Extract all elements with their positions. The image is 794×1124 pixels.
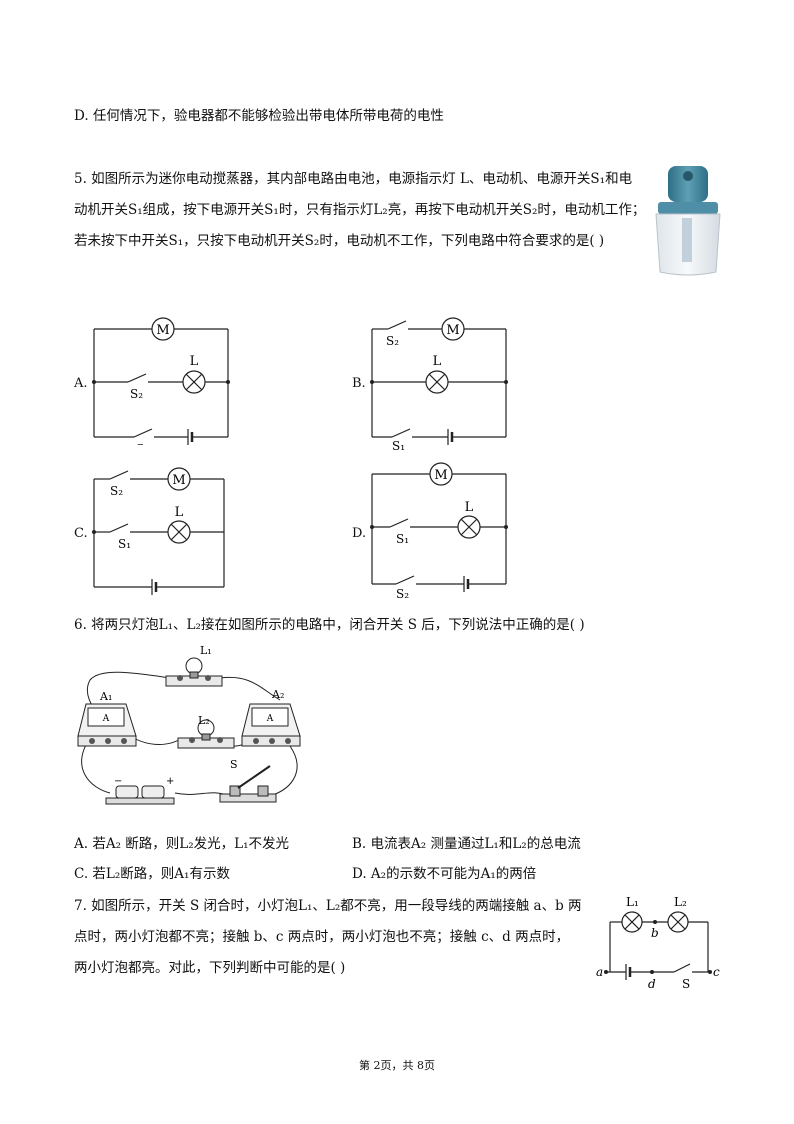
svg-text:−: − bbox=[114, 776, 122, 787]
page-footer: 第 2页，共 8页 bbox=[359, 1059, 435, 1072]
q6-option-b: B. 电流表A₂ 测量通过L₁和L₂的总电流 bbox=[352, 836, 581, 852]
s1-label: S₁ bbox=[136, 442, 149, 445]
q6-option-a: A. 若A₂ 断路，则L₂发光，L₁不发光 bbox=[74, 836, 290, 852]
switch-label: S bbox=[682, 977, 690, 991]
prev-option-d: D. 任何情况下，验电器都不能够检验出带电体所带电荷的电性 bbox=[74, 108, 444, 124]
motor-label: M bbox=[156, 323, 169, 338]
q5-circuit-a: M L S₂ S₁ bbox=[92, 317, 230, 445]
q5-circuit-c: M L S₂ S₁ bbox=[92, 467, 225, 595]
q7-line3: 两小灯泡都亮。对此，下列判断中可能的是( ) bbox=[74, 960, 346, 976]
s1-label: S₁ bbox=[396, 532, 409, 546]
q5-option-a-label: A. bbox=[74, 376, 88, 391]
s2-label: S₂ bbox=[130, 387, 143, 401]
q6-stem: 6. 将两只灯泡L₁、L₂接在如图所示的电路中，闭合开关 S 后，下列说法中正确… bbox=[74, 617, 585, 633]
s2-label: S₂ bbox=[396, 587, 409, 600]
q7-line2: 点时，两小灯泡都不亮；接触 b、c 两点时，两小灯泡也不亮；接触 c、d 两点时… bbox=[74, 929, 570, 945]
q5-line3: 若未按下中开关S₁，只按下电动机开关S₂时，电动机不工作，下列电路中符合要求的是… bbox=[74, 233, 605, 249]
l2-label: L₂ bbox=[674, 895, 687, 909]
q5-option-d-label: D. bbox=[352, 526, 367, 541]
a2-dial-label: A bbox=[266, 714, 274, 724]
q6-option-d: D. A₂的示数不可能为A₁的两倍 bbox=[352, 866, 537, 882]
q5-line1: 5. 如图所示为迷你电动搅蒸器，其内部电路由电池，电源指示灯 L、电动机、电源开… bbox=[74, 171, 633, 187]
q6-physical-circuit: L₁ L₂ A A₁ A A₂ − + S bbox=[77, 644, 301, 805]
q5-circuit-d: M L S₁ S₂ bbox=[370, 462, 508, 600]
lamp-label: L bbox=[465, 500, 474, 515]
s2-label: S₂ bbox=[110, 484, 123, 498]
motor-label: M bbox=[172, 473, 185, 488]
q7-circuit-diagram: L₁ L₂ b a d S c bbox=[596, 895, 720, 991]
point-c-label: c bbox=[713, 965, 720, 979]
q5-option-c-label: C. bbox=[74, 526, 88, 541]
s1-label: S₁ bbox=[118, 537, 131, 551]
point-d-label: d bbox=[648, 977, 656, 991]
motor-label: M bbox=[446, 323, 459, 338]
s1-label: S₁ bbox=[392, 439, 405, 450]
lamp-label: L bbox=[190, 354, 199, 369]
blender-photo bbox=[655, 166, 721, 276]
q5-line2: 动机开关S₁组成，按下电源开关S₁时，只有指示灯L₂亮，再按下电动机开关S₂时，… bbox=[74, 202, 646, 218]
point-b-label: b bbox=[651, 926, 659, 940]
motor-label: M bbox=[434, 468, 447, 483]
q5-circuit-b: M L S₂ S₁ bbox=[370, 317, 508, 450]
q7-line1: 7. 如图所示，开关 S 闭合时，小灯泡L₁、L₂都不亮，用一段导线的两端接触 … bbox=[74, 898, 582, 914]
l2-label: L₂ bbox=[198, 714, 210, 727]
svg-text:+: + bbox=[166, 776, 174, 787]
switch-label: S bbox=[230, 758, 238, 771]
lamp-label: L bbox=[175, 505, 184, 520]
a1-dial-label: A bbox=[102, 714, 110, 724]
a2-label: A₂ bbox=[271, 688, 284, 701]
l1-label: L₁ bbox=[200, 644, 212, 657]
l1-label: L₁ bbox=[626, 895, 639, 909]
s2-label: S₂ bbox=[386, 334, 399, 348]
lamp-label: L bbox=[433, 354, 442, 369]
a1-label: A₁ bbox=[99, 690, 112, 703]
q6-option-c: C. 若L₂断路，则A₁有示数 bbox=[74, 866, 230, 882]
point-a-label: a bbox=[596, 965, 603, 979]
q5-option-b-label: B. bbox=[352, 376, 366, 391]
